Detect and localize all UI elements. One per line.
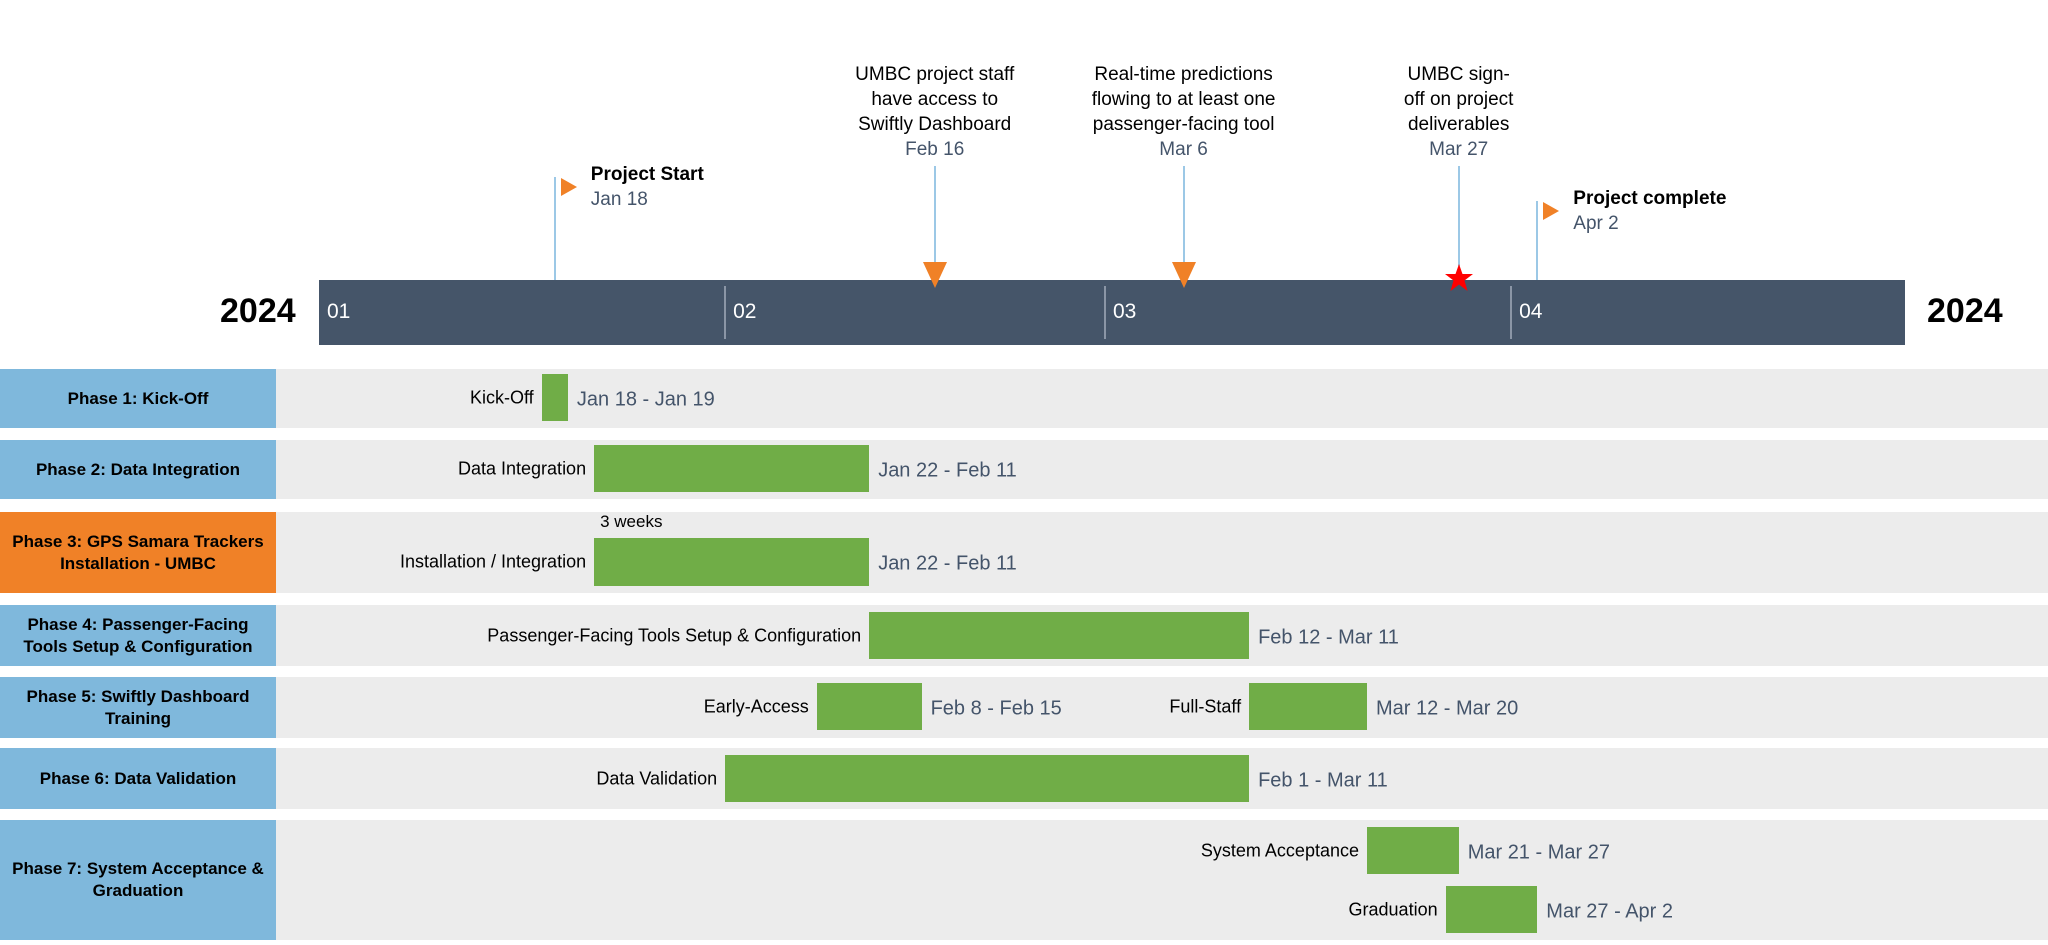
milestone-date: Apr 2	[1573, 213, 1619, 234]
task-label: Installation / Integration	[399, 551, 587, 572]
task-label: Kick-Off	[470, 387, 534, 407]
task-label: System Acceptance	[1200, 840, 1359, 860]
flag-icon	[1543, 202, 1560, 220]
triangle-down-icon	[1171, 262, 1196, 288]
phase-label: Phase 5: Swiftly Dashboard Training	[0, 677, 276, 738]
milestone-label-group: Real-time predictions flowing to at leas…	[1092, 62, 1276, 162]
phase-label: Phase 1: Kick-Off	[0, 369, 276, 428]
task-bar	[541, 374, 568, 421]
phase-row	[276, 677, 2048, 738]
task-date-label: Jan 18 - Jan 19	[576, 388, 715, 410]
task-date-label: Feb 1 - Mar 11	[1258, 769, 1388, 791]
month-divider	[1510, 286, 1513, 339]
year-label-left: 2024	[220, 292, 296, 330]
task-label: Early-Access	[703, 696, 809, 716]
task-label: Passenger-Facing Tools Setup & Configura…	[487, 625, 862, 645]
task-bar	[816, 683, 922, 730]
phase-label: Phase 3: GPS Samara Trackers Installatio…	[0, 512, 276, 593]
phase-label: Phase 6: Data Validation	[0, 748, 276, 809]
task-bar	[594, 445, 870, 492]
milestone-title: Project complete	[1573, 188, 1727, 209]
milestone-line	[1182, 166, 1185, 262]
milestone-title: Project Start	[590, 164, 704, 185]
milestone-line	[553, 177, 556, 280]
milestone-title: Real-time predictions flowing to at leas…	[1091, 64, 1276, 135]
milestone-line	[1536, 201, 1539, 280]
year-label-right: 2024	[1927, 292, 2003, 330]
task-date-label: Feb 12 - Mar 11	[1258, 626, 1399, 648]
star-icon	[1444, 263, 1474, 293]
month-label: 02	[733, 300, 757, 323]
task-duration-note: 3 weeks	[600, 512, 663, 531]
task-bar	[594, 538, 870, 586]
flag-icon	[560, 178, 577, 196]
task-date-label: Mar 21 - Mar 27	[1467, 841, 1610, 863]
phase-label: Phase 7: System Acceptance & Graduation	[0, 820, 276, 940]
task-bar	[725, 755, 1250, 802]
triangle-down-icon	[922, 262, 947, 288]
phase-row	[276, 512, 2048, 593]
month-divider	[1104, 286, 1106, 339]
milestone-label-group: UMBC project staff have access to Swiftl…	[855, 62, 1014, 162]
phase-row	[276, 440, 2048, 499]
milestone-line	[1457, 166, 1460, 266]
task-date-label: Jan 22 - Feb 11	[878, 459, 1017, 481]
month-label: 03	[1113, 300, 1137, 323]
task-label: Graduation	[1348, 899, 1438, 919]
task-label: Full-Staff	[1169, 696, 1242, 716]
milestone-title: UMBC sign- off on project deliverables	[1403, 64, 1514, 135]
task-bar	[869, 612, 1250, 659]
phase-label: Phase 4: Passenger-Facing Tools Setup & …	[0, 605, 276, 666]
month-label: 04	[1519, 300, 1543, 323]
task-bar	[1445, 886, 1538, 933]
milestone-date: Mar 6	[1159, 139, 1208, 160]
milestone-date: Mar 27	[1429, 139, 1489, 160]
task-date-label: Mar 12 - Mar 20	[1376, 697, 1519, 719]
milestone-title: UMBC project staff have access to Swiftl…	[855, 64, 1015, 135]
timeline-bar: 01 02 03 04	[319, 280, 1905, 345]
task-label: Data Validation	[596, 768, 718, 788]
task-date-label: Feb 8 - Feb 15	[930, 697, 1062, 719]
task-date-label: Mar 27 - Apr 2	[1546, 900, 1674, 922]
task-bar	[1367, 827, 1459, 874]
task-date-label: Jan 22 - Feb 11	[878, 552, 1017, 575]
month-label: 01	[327, 300, 351, 323]
phase-label: Phase 2: Data Integration	[0, 440, 276, 499]
month-divider	[724, 286, 727, 339]
milestone-line	[933, 166, 936, 262]
task-label: Data Integration	[458, 458, 587, 478]
milestone-date: Feb 16	[905, 139, 965, 160]
milestone-date: Jan 18	[590, 189, 648, 210]
task-bar	[1249, 683, 1367, 730]
phase-row	[276, 820, 2048, 940]
phase-row	[276, 369, 2048, 428]
